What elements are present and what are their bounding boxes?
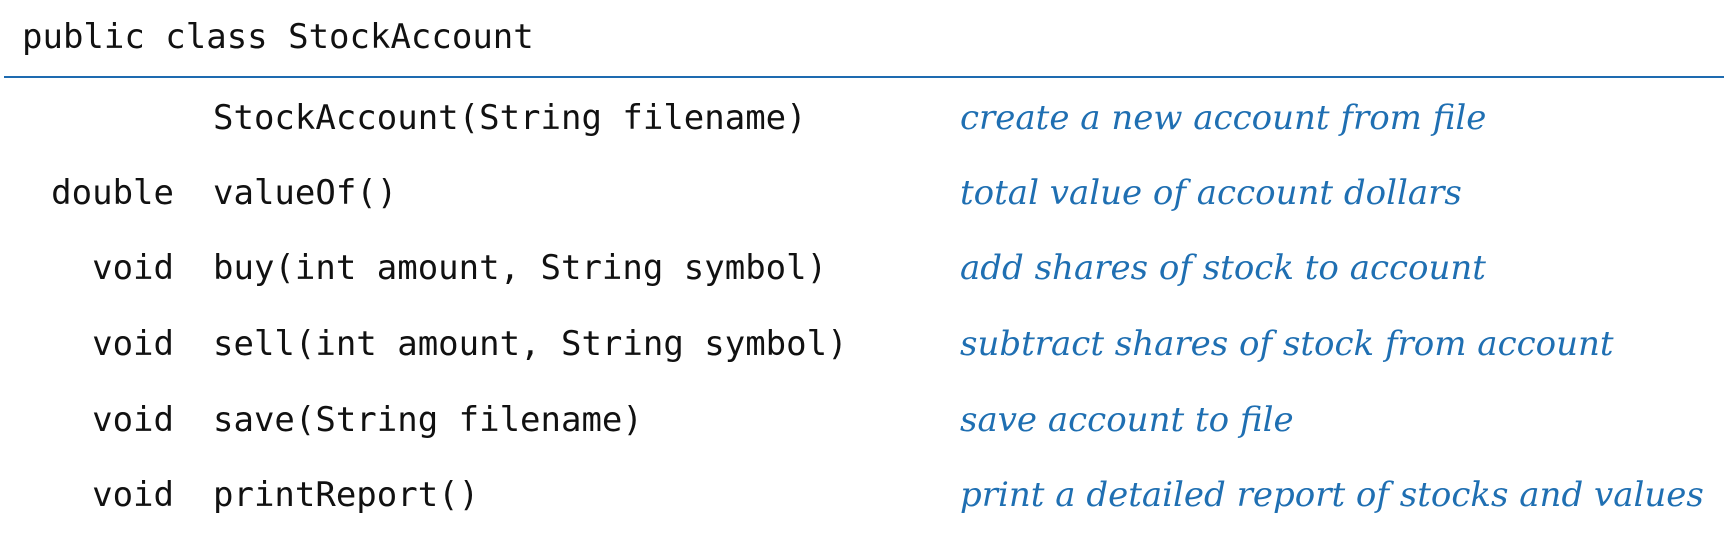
method-signature: save(String filename) <box>213 400 643 440</box>
method-description: create a new account from file <box>960 98 1487 138</box>
api-row-constructor: StockAccount(String filename) create a n… <box>0 88 1728 148</box>
return-type: void <box>92 324 174 364</box>
method-signature: sell(int amount, String symbol) <box>213 324 848 364</box>
api-row-save: void save(String filename) save account … <box>0 390 1728 450</box>
api-row-valueof: double valueOf() total value of account … <box>0 163 1728 223</box>
method-signature: buy(int amount, String symbol) <box>213 248 828 288</box>
method-description: total value of account dollars <box>960 173 1462 213</box>
return-type: void <box>92 248 174 288</box>
method-signature: StockAccount(String filename) <box>213 98 807 138</box>
api-row-buy: void buy(int amount, String symbol) add … <box>0 238 1728 298</box>
class-declaration: public class StockAccount <box>22 17 534 57</box>
method-description: add shares of stock to account <box>960 248 1486 288</box>
return-type: void <box>92 475 174 515</box>
return-type: double <box>51 173 174 213</box>
method-signature: printReport() <box>213 475 480 515</box>
method-description: print a detailed report of stocks and va… <box>960 475 1704 515</box>
method-description: subtract shares of stock from account <box>960 324 1614 364</box>
header-divider <box>4 76 1724 78</box>
api-row-printreport: void printReport() print a detailed repo… <box>0 465 1728 525</box>
method-signature: valueOf() <box>213 173 398 213</box>
return-type: void <box>92 400 174 440</box>
api-row-sell: void sell(int amount, String symbol) sub… <box>0 314 1728 374</box>
method-description: save account to file <box>960 400 1294 440</box>
